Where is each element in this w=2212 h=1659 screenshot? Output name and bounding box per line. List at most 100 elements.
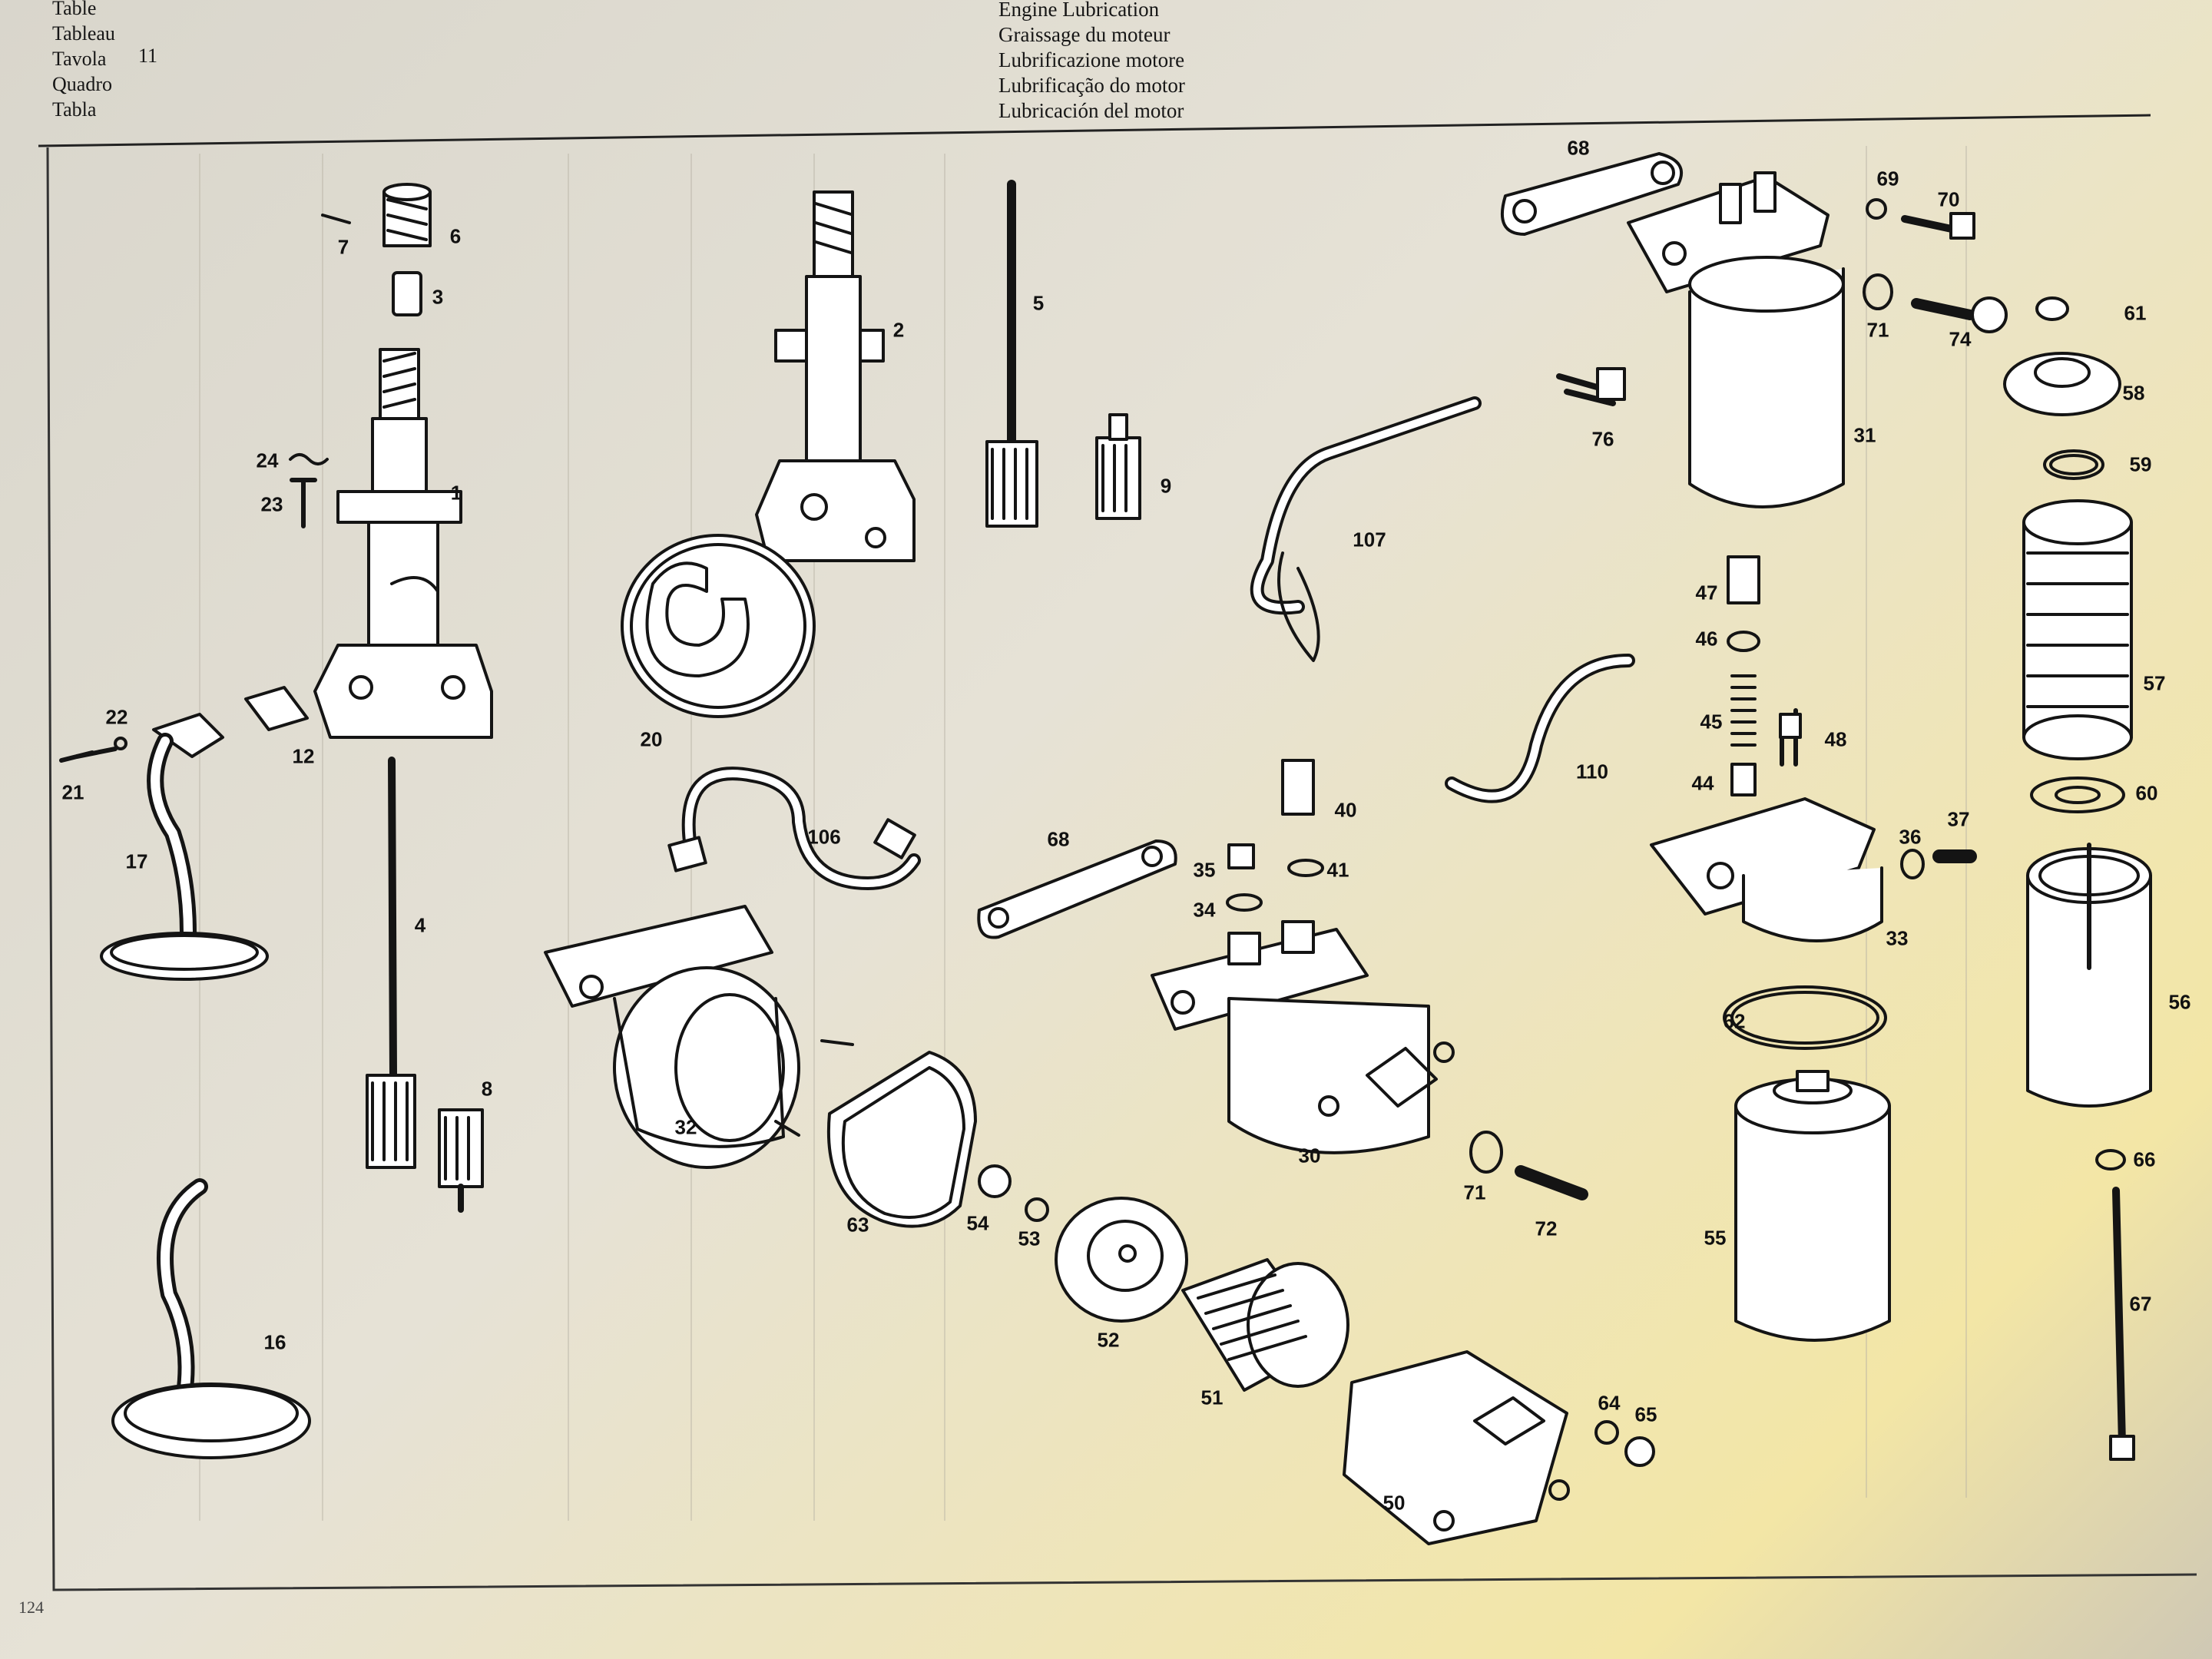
washer-36 <box>1900 849 1925 879</box>
filter-head-30 <box>1151 920 1455 1154</box>
filter-body-31 <box>1627 171 1845 508</box>
bracket-68-lower <box>977 839 1177 939</box>
callout: 61 <box>2124 301 2147 325</box>
callout: 45 <box>1700 710 1723 733</box>
title-it: Lubrificazione motore <box>998 48 1185 71</box>
callout: 62 <box>1723 1009 1746 1033</box>
callout: 64 <box>1598 1391 1621 1415</box>
section-title-block: Engine Lubrication Graissage du moteur L… <box>998 0 1185 124</box>
filter-cartridge-55 <box>1734 1070 1891 1342</box>
oil-pipe-107 <box>1250 396 1482 615</box>
callout: 50 <box>1382 1491 1406 1515</box>
bush-3 <box>392 271 422 316</box>
callout: 59 <box>2129 452 2152 476</box>
washer-34 <box>1226 893 1263 912</box>
bolt-72 <box>1515 1165 1588 1200</box>
callout: 76 <box>1591 427 1614 451</box>
callout: 47 <box>1695 581 1718 604</box>
plug-35 <box>1227 843 1255 869</box>
oil-pump-assembly-2 <box>755 190 916 562</box>
drive-gear-6 <box>382 183 432 247</box>
callout: 21 <box>61 780 84 804</box>
callout: 69 <box>1876 167 1899 190</box>
filter-base-33 <box>1650 797 1883 942</box>
table-label-es: Tabla <box>52 98 97 121</box>
plug-40 <box>1281 759 1315 816</box>
callout: 32 <box>674 1115 697 1139</box>
callout: 37 <box>1947 807 1970 831</box>
bolt-74 <box>1911 298 1975 320</box>
callout: 8 <box>481 1077 493 1101</box>
table-header-languages: Table Tableau Tavola Quadro Tabla 11 <box>52 0 157 122</box>
callout: 30 <box>1298 1144 1321 1167</box>
o-ring-62 <box>1723 985 1887 1050</box>
callout: 9 <box>1160 474 1172 498</box>
callout: 110 <box>1576 760 1608 783</box>
bolt-23 <box>290 478 317 528</box>
callout: 2 <box>892 318 905 342</box>
callout: 12 <box>292 744 315 768</box>
callout: 20 <box>640 727 663 751</box>
washer-46 <box>1727 631 1760 652</box>
callout: 33 <box>1886 926 1909 950</box>
callout: 41 <box>1326 858 1349 882</box>
filter-element-57 <box>2022 499 2133 760</box>
callout: 48 <box>1824 727 1847 751</box>
gasket-63 <box>826 1051 977 1228</box>
callout: 56 <box>2168 990 2191 1014</box>
washer-64 <box>1594 1420 1619 1445</box>
callout: 1 <box>450 481 462 505</box>
diagram-frame <box>46 147 2197 1591</box>
callout: 6 <box>449 224 462 248</box>
callout: 22 <box>105 705 128 729</box>
filter-cover-52 <box>1055 1197 1188 1323</box>
clip-24 <box>289 453 329 465</box>
callout: 67 <box>2129 1292 2152 1316</box>
table-label-it: Tavola <box>52 48 107 70</box>
callout: 16 <box>263 1330 286 1354</box>
shaft-5 <box>985 180 1038 528</box>
callout: 40 <box>1334 798 1357 822</box>
callout: 4 <box>414 913 426 937</box>
callout: 3 <box>432 285 444 309</box>
gasket-12 <box>244 686 309 731</box>
piston-44 <box>1730 763 1757 796</box>
nut-61 <box>2035 296 2069 321</box>
page-number: 124 <box>18 1598 44 1617</box>
callout: 31 <box>1853 423 1876 447</box>
filter-cap-50 <box>1343 1350 1570 1545</box>
title-en: Engine Lubrication <box>998 0 1160 21</box>
pin-7 <box>321 214 351 224</box>
seal-60 <box>2030 777 2125 813</box>
table-label-pt: Quadro <box>52 73 112 95</box>
callout: 58 <box>2122 381 2145 405</box>
callout: 63 <box>846 1213 869 1237</box>
bolt-21 <box>59 747 118 763</box>
washer-41 <box>1287 859 1324 877</box>
drive-shaft-4 <box>366 757 416 1169</box>
washer-22 <box>114 737 127 750</box>
washer-53 <box>1025 1197 1049 1222</box>
title-fr: Graissage du moteur <box>998 23 1171 46</box>
callout: 24 <box>256 449 279 472</box>
callout: 74 <box>1949 327 1972 351</box>
callout: 54 <box>966 1211 989 1235</box>
nut-65 <box>1624 1436 1655 1467</box>
title-pt: Lubrificação do motor <box>998 74 1185 97</box>
callout: 72 <box>1535 1217 1558 1240</box>
callout: 71 <box>1463 1181 1486 1204</box>
callout: 57 <box>2143 671 2166 695</box>
pump-cover-20 <box>621 534 816 718</box>
callout: 44 <box>1691 771 1714 795</box>
gear-8 <box>438 1108 484 1213</box>
washer-66 <box>2095 1149 2126 1171</box>
oil-strainer-17 <box>100 713 269 981</box>
callout: 46 <box>1695 627 1718 651</box>
callout: 5 <box>1032 291 1045 315</box>
callout: 60 <box>2135 781 2158 805</box>
callout: 71 <box>1866 318 1889 342</box>
washer-71-lower <box>1469 1131 1503 1174</box>
callout: 53 <box>1018 1227 1041 1250</box>
filter-element-51 <box>1181 1258 1349 1392</box>
